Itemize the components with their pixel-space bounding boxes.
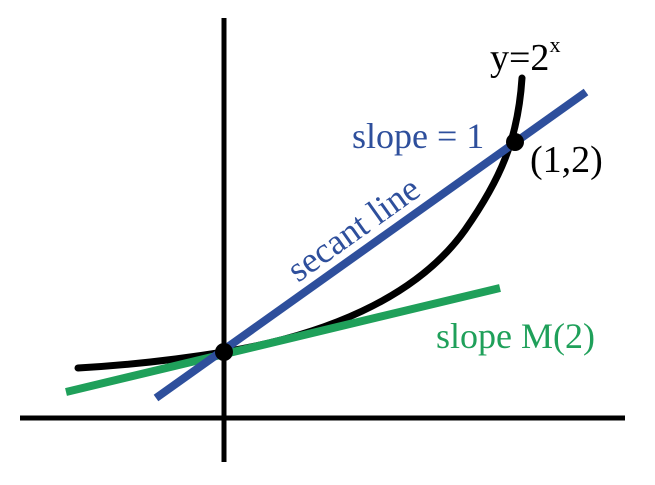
intercept-point <box>215 343 233 361</box>
point-label: (1,2) <box>530 139 603 181</box>
secant-line-label: secant line <box>279 168 427 289</box>
tangent-line <box>65 284 501 396</box>
curve-label-base: y=2 <box>490 37 549 79</box>
curve-label-exponent: x <box>549 32 560 57</box>
secant-slope-label: slope = 1 <box>352 116 484 156</box>
tangent-slope-label: slope M(2) <box>436 316 595 356</box>
point-1-2-marker <box>506 133 524 151</box>
curve-label: y=2x <box>490 32 560 79</box>
exponential-curve <box>74 74 526 372</box>
